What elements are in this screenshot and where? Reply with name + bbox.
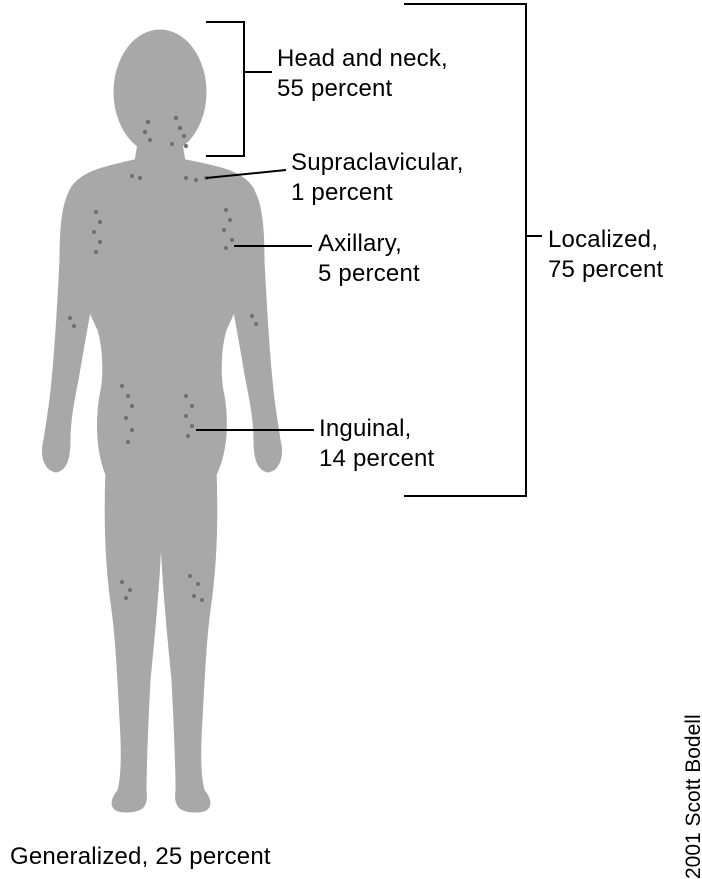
- supraclavicular-label: Supraclavicular, 1 percent: [291, 148, 464, 208]
- localized-label: Localized, 75 percent: [548, 225, 663, 285]
- head-and-neck-label: Head and neck, 55 percent: [277, 44, 448, 104]
- left-leg-shape: [105, 470, 162, 812]
- inguinal-label: Inguinal, 14 percent: [319, 414, 434, 474]
- axillary-label: Axillary, 5 percent: [318, 229, 420, 289]
- generalized-label: Generalized, 25 percent: [10, 842, 271, 872]
- credit-label: 2001 Scott Bodell: [682, 714, 702, 879]
- right-leg-shape: [160, 470, 217, 812]
- head-neck-bracket: [206, 22, 244, 156]
- left-arm-shape: [43, 188, 98, 472]
- torso-shape: [66, 160, 258, 475]
- body-silhouette: [43, 30, 282, 812]
